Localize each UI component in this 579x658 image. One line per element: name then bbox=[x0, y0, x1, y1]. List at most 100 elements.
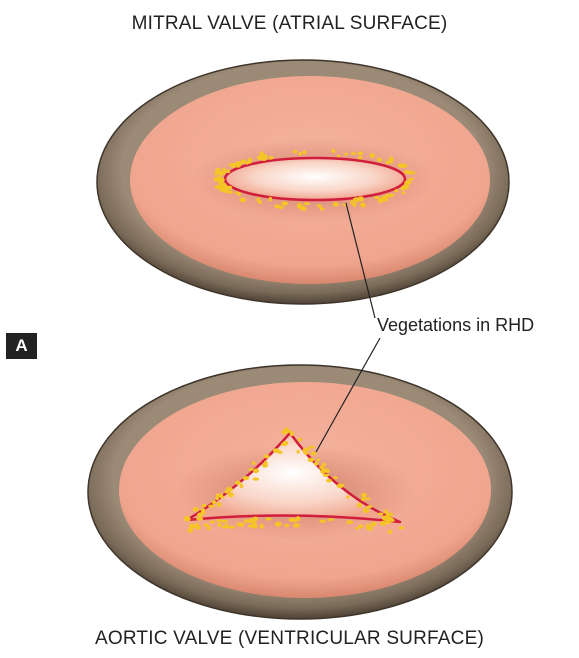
vegetation-dot bbox=[193, 507, 199, 512]
vegetation-dot bbox=[243, 476, 250, 480]
vegetation-dot bbox=[276, 450, 281, 454]
vegetation-dot bbox=[378, 513, 384, 516]
vegetation-dot bbox=[223, 190, 229, 193]
vegetation-dot bbox=[202, 504, 206, 508]
vegetation-dot bbox=[284, 524, 289, 528]
vegetation-dot bbox=[308, 458, 315, 462]
vegetation-dot bbox=[275, 522, 282, 527]
vegetation-dot bbox=[317, 204, 322, 207]
vegetation-dot bbox=[355, 527, 359, 530]
mitral-orifice bbox=[225, 158, 405, 200]
vegetation-dot bbox=[265, 517, 271, 520]
vegetation-dot bbox=[239, 522, 244, 526]
vegetation-dot bbox=[224, 524, 229, 529]
vegetation-dot bbox=[370, 153, 375, 158]
vegetation-dot bbox=[204, 523, 209, 527]
vegetation-dot bbox=[281, 443, 287, 447]
vegetation-dot bbox=[311, 452, 317, 456]
vegetation-dot bbox=[382, 516, 387, 521]
vegetation-dot bbox=[365, 497, 371, 500]
vegetation-dot bbox=[235, 481, 241, 485]
vegetation-dot bbox=[360, 203, 365, 207]
vegetation-dot bbox=[297, 204, 301, 208]
vegetation-dot bbox=[399, 526, 405, 529]
vegetation-dot bbox=[195, 525, 200, 529]
vegetation-dot bbox=[304, 202, 310, 205]
mitral-valve bbox=[97, 60, 509, 304]
vegetation-dot bbox=[269, 197, 272, 202]
vegetation-dot bbox=[212, 500, 216, 504]
vegetation-dot bbox=[388, 530, 392, 535]
vegetation-dot bbox=[332, 149, 336, 153]
vegetation-dot bbox=[363, 508, 368, 513]
vegetation-dot bbox=[352, 202, 356, 207]
vegetation-dot bbox=[361, 493, 367, 498]
vegetation-dot bbox=[361, 497, 365, 501]
vegetation-dot bbox=[408, 171, 415, 174]
vegetation-dot bbox=[407, 179, 411, 182]
vegetation-dot bbox=[307, 448, 310, 451]
vegetation-dot bbox=[217, 519, 222, 522]
vegetation-dot bbox=[302, 150, 306, 154]
vegetation-dot bbox=[281, 201, 288, 205]
vegetation-dot bbox=[220, 183, 226, 186]
vegetation-dot bbox=[252, 478, 259, 481]
aortic-valve bbox=[88, 365, 512, 619]
vegetation-dot bbox=[214, 172, 218, 176]
vegetation-dot bbox=[219, 493, 223, 498]
vegetation-dot bbox=[260, 524, 264, 529]
vegetation-dot bbox=[293, 523, 300, 528]
vegetation-dot bbox=[387, 513, 393, 517]
vegetation-dot bbox=[208, 505, 214, 508]
vegetation-dot bbox=[217, 502, 222, 507]
vegetation-dot bbox=[303, 208, 306, 212]
vegetation-dot bbox=[218, 522, 222, 527]
vegetation-dot bbox=[366, 526, 373, 530]
vegetation-dot bbox=[314, 462, 318, 466]
vegetation-dot bbox=[377, 157, 382, 162]
vegetation-dot bbox=[275, 204, 280, 208]
panel-label-badge: A bbox=[6, 333, 37, 359]
vegetation-dot bbox=[337, 155, 341, 158]
vegetation-dot bbox=[389, 159, 394, 164]
vegetation-dot bbox=[397, 163, 403, 167]
vegetation-dot bbox=[326, 479, 332, 483]
vegetation-dot bbox=[241, 159, 246, 164]
vegetation-dot bbox=[358, 156, 363, 160]
vegetation-dot bbox=[229, 163, 234, 166]
vegetation-dot bbox=[240, 198, 246, 203]
vegetation-dot bbox=[228, 526, 235, 529]
vegetation-dot bbox=[258, 200, 262, 204]
vegetation-dot bbox=[248, 158, 252, 163]
vegetation-dot bbox=[394, 189, 398, 192]
vegetation-dot bbox=[298, 438, 302, 442]
vegetation-dot bbox=[346, 520, 353, 524]
vegetation-dot bbox=[293, 519, 297, 522]
vegetation-dot bbox=[189, 524, 196, 529]
vegetation-dot bbox=[222, 168, 226, 172]
vegetation-dot bbox=[184, 516, 191, 521]
vegetation-dot bbox=[196, 517, 203, 521]
vegetation-dot bbox=[358, 151, 363, 155]
vegetation-dot bbox=[240, 484, 244, 489]
vegetation-dot bbox=[226, 170, 230, 174]
vegetation-dot bbox=[389, 519, 394, 522]
vegetation-dot bbox=[228, 492, 234, 497]
vegetation-dot bbox=[221, 520, 228, 523]
vegetation-dot bbox=[285, 430, 291, 433]
vegetation-dot bbox=[317, 458, 320, 461]
vegetation-dot bbox=[346, 495, 350, 498]
vegetation-dot bbox=[238, 192, 241, 196]
vegetation-dot bbox=[293, 150, 297, 154]
vegetation-dot bbox=[401, 186, 406, 190]
vegetation-dot bbox=[323, 474, 330, 477]
aortic-valve-title: AORTIC VALVE (VENTRICULAR SURFACE) bbox=[0, 628, 579, 650]
vegetation-dot bbox=[333, 476, 338, 479]
vegetation-dot bbox=[235, 163, 241, 167]
vegetation-dot bbox=[261, 157, 267, 160]
vegetation-dot bbox=[264, 461, 268, 466]
vegetation-dot bbox=[374, 196, 379, 199]
vegetation-dot bbox=[244, 519, 248, 523]
vegetation-dot bbox=[389, 194, 395, 197]
vegetation-dot bbox=[327, 518, 334, 521]
